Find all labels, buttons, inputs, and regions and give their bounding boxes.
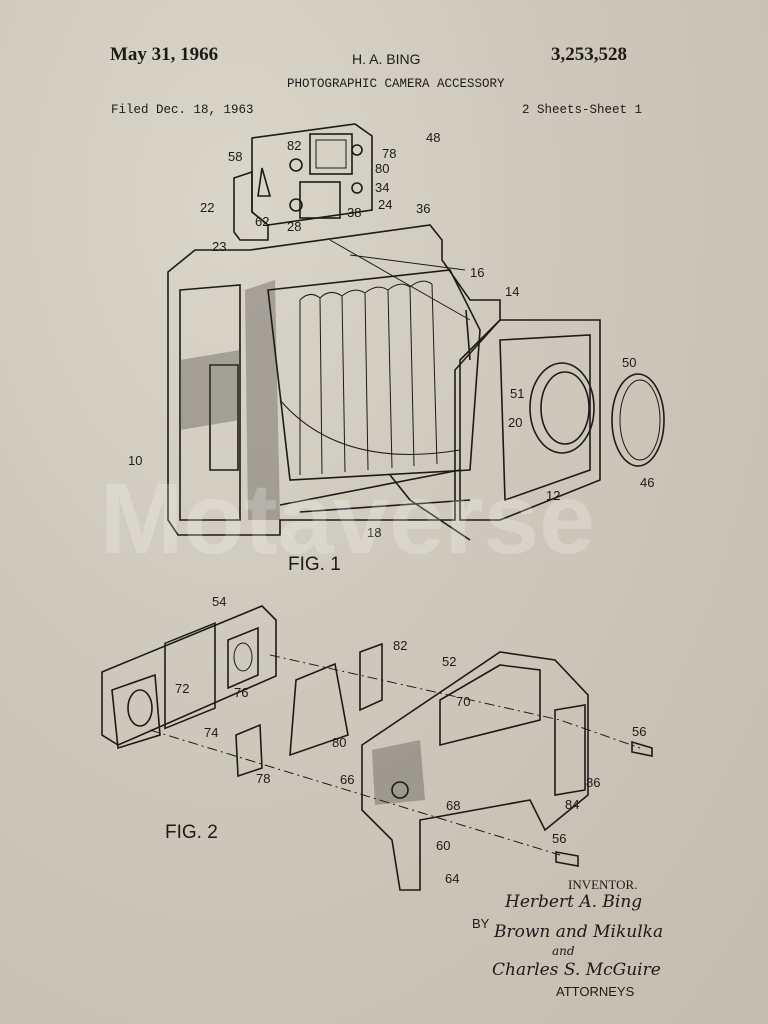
ref-20: 20	[508, 415, 522, 430]
by-label: BY	[472, 916, 490, 931]
patent-title: PHOTOGRAPHIC CAMERA ACCESSORY	[287, 77, 505, 91]
ref-82: 82	[287, 138, 301, 153]
ref-70: 70	[456, 694, 470, 709]
ref-68: 68	[446, 798, 460, 813]
ref-28: 28	[287, 219, 301, 234]
ref-64: 64	[445, 871, 459, 886]
ref-46: 46	[640, 475, 654, 490]
ref-78: 78	[256, 771, 270, 786]
ref-22: 22	[200, 200, 214, 215]
ref-18: 18	[367, 525, 381, 540]
ref-78: 78	[382, 146, 396, 161]
inventor-label: INVENTOR.	[568, 877, 637, 892]
ref-34: 34	[375, 180, 389, 195]
attorney-signature-1: Brown and Mikulka	[493, 922, 663, 942]
ref-12: 12	[546, 488, 560, 503]
ref-10: 10	[128, 453, 142, 468]
ref-56b: 56	[552, 831, 566, 846]
ref-52: 52	[442, 654, 456, 669]
ref-14: 14	[505, 284, 519, 299]
ref-16: 16	[470, 265, 484, 280]
ref-80: 80	[375, 161, 389, 176]
ref-82: 82	[393, 638, 407, 653]
fig1-camera-drawing	[167, 123, 665, 541]
ref-36: 36	[416, 201, 430, 216]
ref-56: 56	[632, 724, 646, 739]
ref-60: 60	[436, 838, 450, 853]
fig1-reference-numerals: 48 82 78 80 58 34 22 62 28 38 24 36 23 1…	[128, 130, 654, 575]
ref-38: 38	[347, 205, 361, 220]
fig1-caption: FIG. 1	[288, 554, 341, 575]
ref-76: 76	[234, 685, 248, 700]
attorney-signature-2: and	[552, 944, 575, 958]
ref-62: 62	[255, 214, 269, 229]
signature-block: INVENTOR. Herbert A. Bing BY Brown and M…	[472, 877, 663, 999]
watermark: Motaverse	[100, 463, 595, 575]
ref-23: 23	[212, 239, 226, 254]
filed-date: Filed Dec. 18, 1963	[111, 103, 254, 117]
fig2-caption: FIG. 2	[165, 822, 218, 843]
ref-58: 58	[228, 149, 242, 164]
ref-74: 74	[204, 725, 218, 740]
fig2-reference-numerals: 54 82 52 72 76 70 74 80 78 56 66 86 68 8…	[165, 594, 646, 886]
ref-50: 50	[622, 355, 636, 370]
fig2-exploded-drawing	[101, 605, 653, 891]
ref-84: 84	[565, 797, 579, 812]
ref-54: 54	[212, 594, 226, 609]
ref-72: 72	[175, 681, 189, 696]
ref-48: 48	[426, 130, 440, 145]
ref-24: 24	[378, 197, 392, 212]
ref-86: 86	[586, 775, 600, 790]
attorney-signature-3: Charles S. McGuire	[492, 960, 661, 980]
ref-66: 66	[340, 772, 354, 787]
patent-number: 3,253,528	[551, 44, 627, 65]
patent-date: May 31, 1966	[110, 44, 219, 65]
inventor-signature: Herbert A. Bing	[504, 892, 642, 912]
attorneys-label: ATTORNEYS	[556, 984, 635, 999]
ref-51: 51	[510, 386, 524, 401]
sheet-count: 2 Sheets-Sheet 1	[522, 103, 643, 117]
ref-80: 80	[332, 735, 346, 750]
inventor-short-name: H. A. BING	[352, 51, 421, 67]
